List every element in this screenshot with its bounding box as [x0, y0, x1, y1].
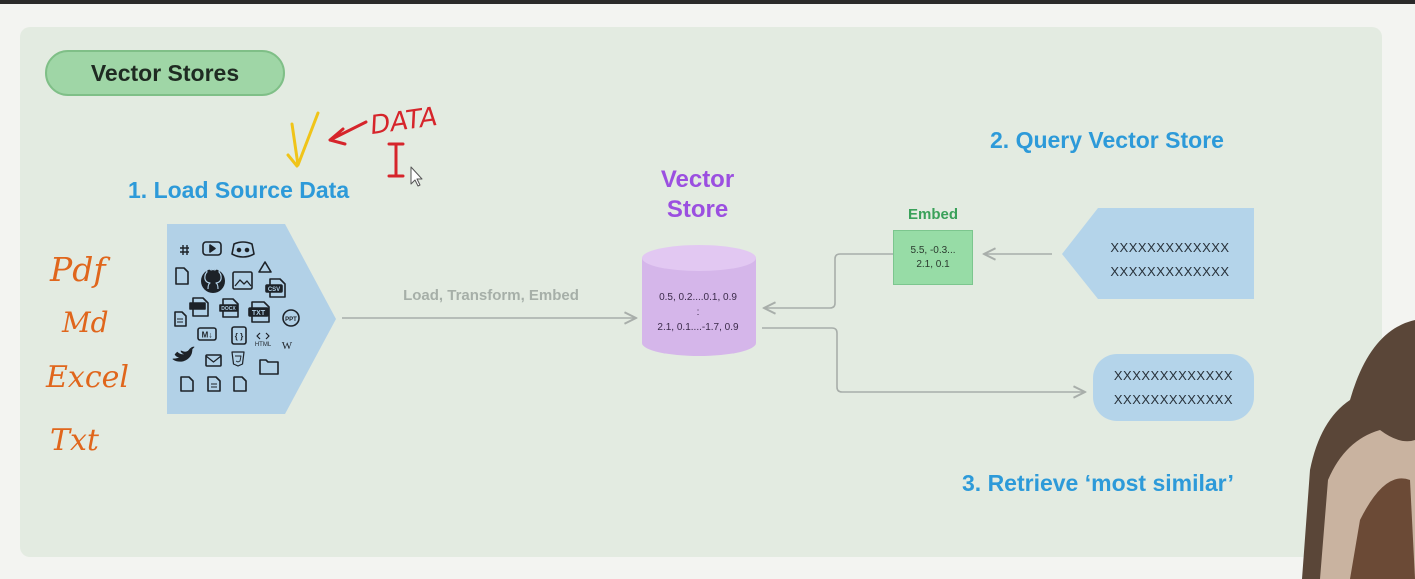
handwritten-annotations [286, 111, 423, 187]
load-transform-embed-label: Load, Transform, Embed [403, 287, 579, 304]
vector-row-1: 0.5, 0.2....0.1, 0.9 [659, 292, 737, 303]
handwritten-format-md: Md [62, 306, 109, 339]
markdown-icon: M↓ [197, 327, 217, 341]
css-icon [231, 351, 245, 367]
query-text: XXXXXXXXXXXXX XXXXXXXXXXXXX [1100, 236, 1240, 284]
query-shape [1062, 208, 1254, 299]
svg-text:HTML: HTML [255, 342, 272, 348]
svg-text:M↓: M↓ [202, 331, 213, 340]
svg-text:TXT: TXT [252, 310, 266, 317]
vector-row-2: 2.1, 0.1....-1.7, 0.9 [657, 322, 739, 333]
step-retrieve-most-similar: 3. Retrieve ‘most similar’ [962, 470, 1234, 496]
image-icon [232, 271, 253, 290]
file-icon [175, 267, 189, 285]
svg-text:DOCX: DOCX [221, 306, 236, 312]
json-icon: { } [231, 326, 247, 345]
step-load-source-data: 1. Load Source Data [128, 177, 350, 203]
doc-icon [189, 297, 209, 317]
result-line-2: XXXXXXXXXXXXX [1113, 391, 1234, 407]
mouse-pointer-icon [410, 166, 423, 187]
drive-icon [258, 261, 272, 273]
svg-text:W: W [282, 340, 293, 352]
slack-icon [180, 245, 189, 255]
embed-line-1: 5.5, -0.3... [910, 244, 956, 256]
embed-title: Embed [907, 206, 958, 223]
html-icon: HTML [255, 332, 272, 348]
folder-icon [259, 359, 279, 375]
github-icon [201, 267, 225, 293]
vector-store-title: Vector Store [640, 165, 755, 225]
result-line-1: XXXXXXXXXXXXX [1113, 367, 1234, 383]
result-box: XXXXXXXXXXXXX XXXXXXXXXXXXX [1093, 354, 1254, 421]
store-to-result-arrow [762, 327, 1085, 392]
docx-icon: DOCX [219, 298, 239, 318]
csv-icon: CSV [265, 278, 286, 298]
handwritten-format-pdf: Pdf [50, 250, 106, 289]
vector-store-cylinder [642, 245, 756, 356]
youtube-icon [202, 241, 222, 256]
red-cursor-mark [387, 142, 405, 178]
file-icon-3 [207, 376, 221, 392]
vector-store-title-line1: Vector [660, 166, 735, 193]
email-icon [205, 354, 222, 367]
twitter-icon [172, 346, 195, 362]
embed-box: 5.5, -0.3... 2.1, 0.1 [893, 230, 973, 285]
vector-row-ellipsis: : [696, 307, 700, 318]
discord-icon [231, 241, 255, 258]
yellow-check-mark [286, 111, 320, 168]
file-icon-4 [233, 376, 247, 392]
query-line-2: XXXXXXXXXXXXX [1110, 264, 1230, 279]
svg-text:{ }: { } [235, 332, 243, 341]
svg-text:PPT: PPT [285, 317, 297, 323]
text-file-icon [174, 311, 187, 327]
txt-icon: TXT [248, 301, 270, 323]
step-query-vector-store: 2. Query Vector Store [990, 127, 1224, 153]
svg-text:CSV: CSV [268, 287, 280, 293]
slide-title: Vector Stores [45, 50, 285, 96]
red-arrow [328, 120, 368, 146]
wikipedia-icon: W [282, 340, 293, 352]
ppt-icon: PPT [282, 309, 300, 327]
query-line-1: XXXXXXXXXXXXX [1110, 240, 1230, 255]
vector-store-title-line2: Store [666, 196, 729, 223]
embed-line-2: 2.1, 0.1 [916, 258, 950, 270]
window-top-edge [0, 0, 1415, 4]
handwritten-format-excel: Excel [46, 360, 129, 395]
file-icon-2 [180, 376, 194, 392]
vector-store-values: 0.5, 0.2....0.1, 0.9 : 2.1, 0.1....-1.7,… [641, 290, 755, 335]
embed-to-store-arrow [764, 253, 893, 308]
handwritten-format-txt: Txt [50, 423, 99, 458]
